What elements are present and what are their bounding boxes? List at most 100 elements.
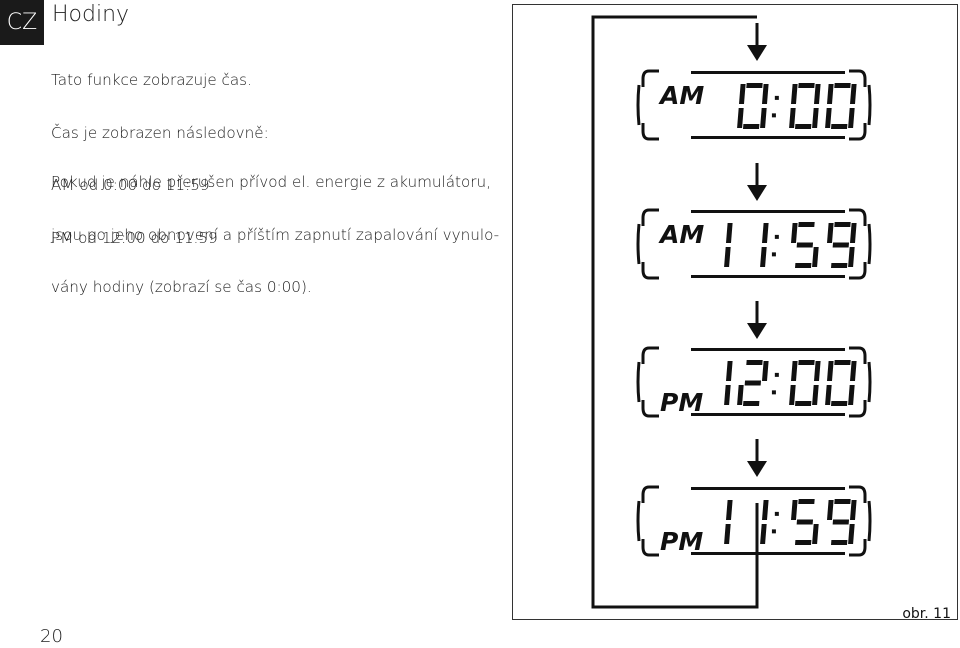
lcd-frame-corner	[849, 123, 867, 141]
lcd-digit-segment	[798, 222, 815, 227]
lcd-frame-corner	[849, 400, 867, 418]
page-number: 20	[40, 626, 63, 647]
lcd-digit-segment	[724, 524, 731, 544]
lcd-colon-dot	[771, 390, 776, 395]
lcd-bottom-bar	[691, 552, 845, 555]
lcd-digit-segment	[812, 524, 819, 544]
lcd-frame-corner	[641, 346, 659, 364]
lcd-display-4: PM	[636, 485, 872, 557]
lcd-digit-segment	[834, 499, 851, 504]
lcd-digit-segment	[798, 360, 815, 365]
lcd-frame-right	[867, 84, 872, 126]
down-arrow-icon	[747, 439, 767, 477]
lcd-colon-dot	[771, 252, 776, 257]
lcd-digit-segment	[834, 222, 851, 227]
lcd-digit-segment	[743, 124, 760, 129]
lcd-frame-right	[867, 223, 872, 265]
note-line: jsou po jeho obnovení a příštím zapnutí …	[51, 225, 500, 244]
lcd-colon-dot	[774, 511, 779, 516]
lcd-digit-segment	[812, 385, 819, 405]
lcd-digit-segment	[791, 223, 798, 243]
lcd-digit-segment	[746, 360, 763, 365]
lcd-digit-segment	[737, 108, 744, 128]
lcd-frame-right	[867, 361, 872, 403]
lcd-bottom-bar	[691, 136, 845, 139]
lcd-digit-segment	[827, 223, 834, 243]
lcd-digit-segment	[724, 247, 731, 267]
lcd-frame-corner	[641, 262, 659, 280]
intro-line: Čas je zobrazen následovně:	[51, 123, 269, 142]
lcd-top-bar	[691, 71, 845, 74]
intro-line: PM od 12:00 do 11.59	[51, 228, 218, 247]
lcd-frame-corner	[849, 208, 867, 226]
lcd-digit-segment	[812, 247, 819, 267]
language-tab: CZ	[0, 0, 44, 45]
lcd-digit-segment	[762, 361, 769, 381]
lcd-digit-segment	[762, 84, 769, 104]
lcd-bottom-bar	[691, 275, 845, 278]
power-loss-note: Pokud je náhle přerušen přívod el. energ…	[51, 139, 499, 314]
lcd-digit-segment	[832, 519, 850, 525]
clock-cycle-diagram: AM AM PM PM	[591, 15, 872, 609]
lcd-frame-corner	[849, 69, 867, 87]
lcd-digit-segment	[791, 84, 798, 104]
lcd-display-1: AM	[636, 69, 872, 141]
lcd-frame-corner	[641, 485, 659, 503]
lcd-digit-segment	[814, 361, 821, 381]
lcd-digit-segment	[789, 108, 796, 128]
lcd-digit-segment	[834, 360, 851, 365]
lcd-digit-segment	[726, 361, 733, 381]
lcd-digit-segment	[825, 385, 832, 405]
lcd-digit-segment	[831, 124, 848, 129]
lcd-digit-segment	[848, 524, 855, 544]
lcd-top-bar	[691, 348, 845, 351]
down-arrow-icon	[747, 163, 767, 201]
lcd-digit-segment	[760, 108, 767, 128]
lcd-digit-segment	[848, 247, 855, 267]
section-title: Hodiny	[52, 2, 130, 27]
lcd-digit-segment	[726, 223, 733, 243]
lcd-digit-segment	[825, 108, 832, 128]
lcd-digit-segment	[795, 124, 812, 129]
lcd-digit-segment	[850, 223, 857, 243]
lcd-frame-left	[636, 500, 641, 542]
lcd-digit-segment	[831, 263, 848, 268]
cycle-loop-line	[591, 15, 759, 609]
lcd-digit-segment	[798, 499, 815, 504]
lcd-digit-segment	[762, 500, 769, 520]
lcd-digit-segment	[760, 247, 767, 267]
lcd-digit-segment	[796, 242, 814, 248]
note-line: Pokud je náhle přerušen přívod el. energ…	[51, 173, 491, 191]
lcd-digit-segment	[848, 108, 855, 128]
lcd-digit-segment	[848, 385, 855, 405]
lcd-digit-segment	[739, 84, 746, 104]
lcd-frame-right	[867, 500, 872, 542]
lcd-frame-left	[636, 84, 641, 126]
lcd-frame-corner	[849, 346, 867, 364]
lcd-period-label: PM	[660, 527, 703, 556]
lcd-bottom-bar	[691, 413, 845, 416]
lcd-digit-segment	[831, 401, 848, 406]
lcd-digit-segment	[827, 84, 834, 104]
lcd-frame-left	[636, 223, 641, 265]
lcd-frame-corner	[641, 69, 659, 87]
lcd-colon-dot	[774, 234, 779, 239]
lcd-digit-segment	[834, 83, 851, 88]
lcd-frame-corner	[849, 539, 867, 557]
lcd-frame-corner	[641, 208, 659, 226]
lcd-digit-segment	[827, 500, 834, 520]
lcd-frame-corner	[641, 400, 659, 418]
down-arrow-icon	[747, 23, 767, 61]
lcd-digit-segment	[724, 385, 731, 405]
lcd-period-label: PM	[660, 388, 703, 417]
lcd-digit-segment	[795, 540, 812, 545]
lcd-frame-corner	[849, 262, 867, 280]
lcd-colon-dot	[774, 372, 779, 377]
lcd-period-label: AM	[658, 220, 704, 249]
lcd-digit-segment	[743, 401, 760, 406]
lcd-frame-corner	[849, 485, 867, 503]
lcd-display-2: AM	[636, 208, 872, 280]
intro-line: Tato funkce zobrazuje čas.	[51, 71, 252, 89]
lcd-digit-segment	[814, 84, 821, 104]
